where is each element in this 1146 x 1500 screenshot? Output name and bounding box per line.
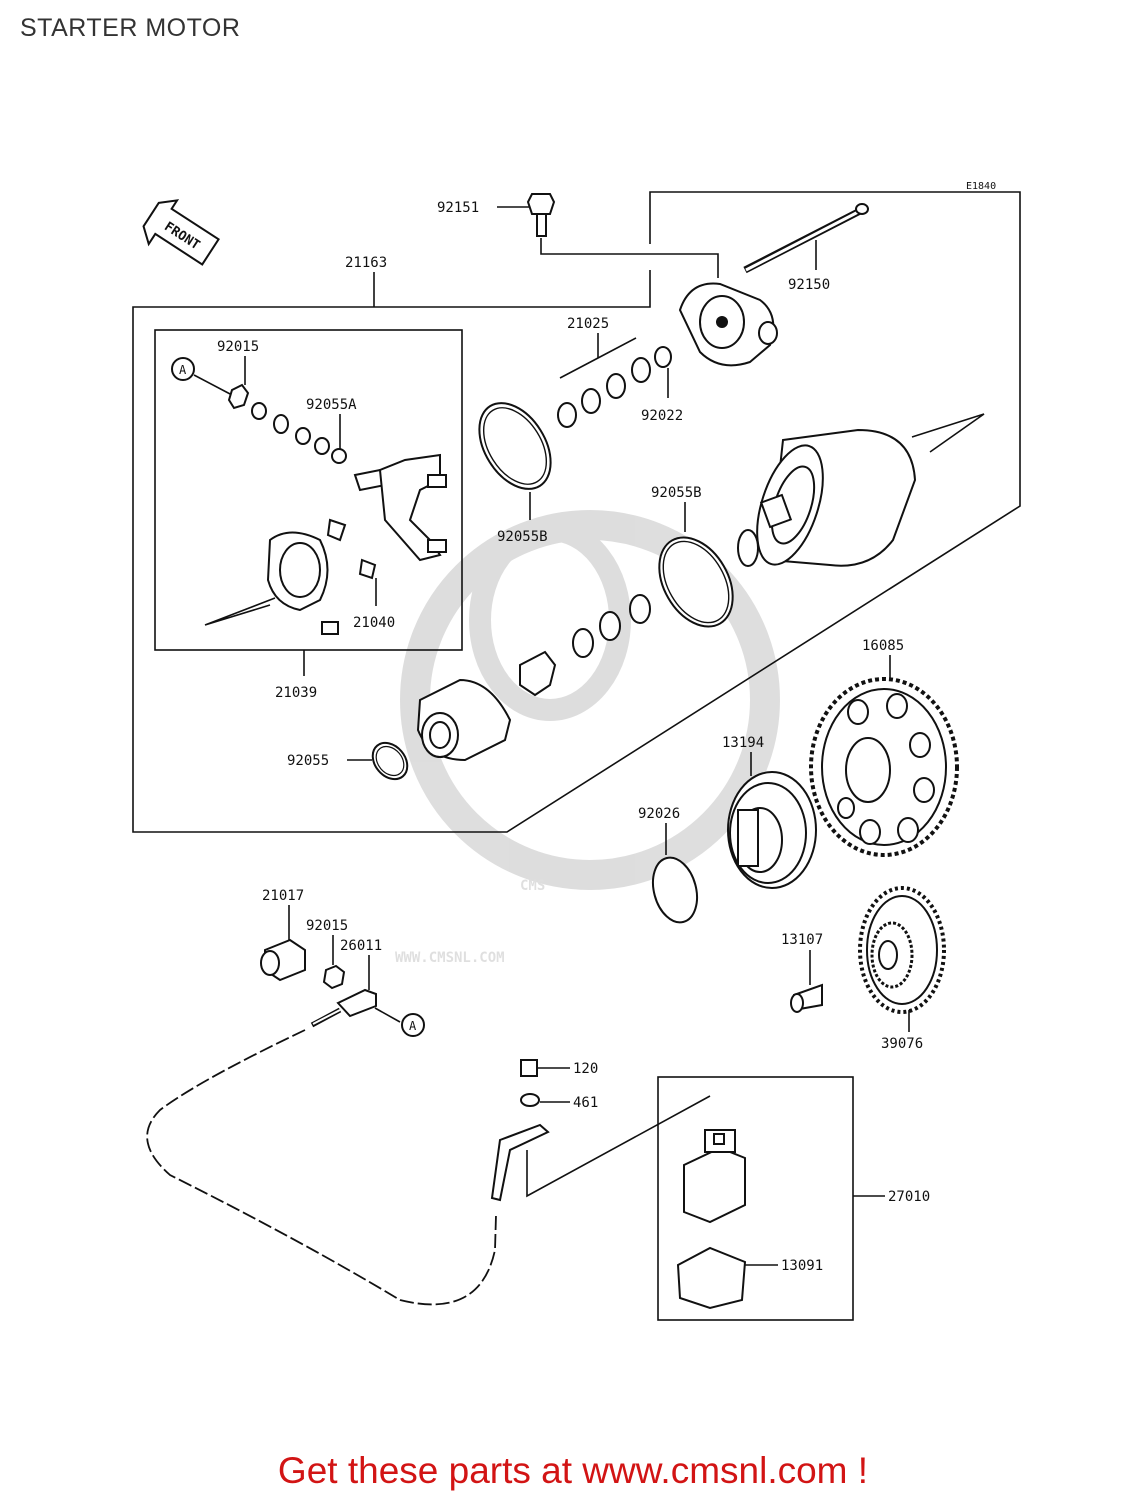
watermark-brand: CMS — [520, 878, 545, 894]
label-92151: 92151 — [437, 200, 479, 216]
one-way-clutch-13194 — [727, 752, 817, 889]
label-461: 461 — [573, 1095, 598, 1111]
assembly-frame — [132, 191, 1021, 833]
starter-yoke — [737, 413, 985, 567]
part-labels: 92151 92150 21163 21025 92022 92015 9205… — [217, 200, 930, 1274]
label-92026: 92026 — [638, 806, 680, 822]
label-92055b-left: 92055B — [497, 529, 548, 545]
label-21163: 21163 — [345, 255, 387, 271]
watermark-url: WWW.CMSNL.COM — [395, 950, 505, 966]
label-13107: 13107 — [781, 932, 823, 948]
label-27010: 27010 — [888, 1189, 930, 1205]
brush-holder-parts: A — [171, 356, 447, 676]
label-92150: 92150 — [788, 277, 830, 293]
label-13091: 13091 — [781, 1258, 823, 1274]
idle-gear-39076 — [858, 886, 946, 1032]
label-92022: 92022 — [641, 408, 683, 424]
washer-set-21025 — [557, 333, 672, 428]
label-92055a: 92055A — [306, 397, 357, 413]
o-ring-92055 — [347, 741, 409, 781]
relay-cover-13091 — [676, 1246, 778, 1310]
promo-link[interactable]: Get these parts at www.cmsnl.com ! — [277, 1450, 869, 1491]
brush-holder-box — [154, 329, 463, 651]
page-title: STARTER MOTOR — [20, 14, 241, 42]
label-21017: 21017 — [262, 888, 304, 904]
front-arrow-icon: FRONT — [142, 199, 220, 266]
label-92015-top: 92015 — [217, 339, 259, 355]
washer-set-lower — [519, 594, 651, 697]
label-21025: 21025 — [567, 316, 609, 332]
starter-cable — [146, 1029, 497, 1306]
relay-box — [657, 1076, 854, 1321]
o-ring-92055b-left — [478, 402, 552, 520]
label-92015-bottom: 92015 — [306, 918, 348, 934]
o-ring-92055b-right — [658, 502, 734, 628]
shaft-13107 — [790, 950, 823, 1013]
end-cover — [678, 282, 778, 367]
callout-a-top: A — [179, 363, 187, 377]
label-26011: 26011 — [340, 938, 382, 954]
label-21039: 21039 — [275, 685, 317, 701]
ring-gear-16085 — [809, 655, 959, 857]
label-21040: 21040 — [353, 615, 395, 631]
label-92055: 92055 — [287, 753, 329, 769]
reference-code: E1840 — [966, 181, 996, 192]
bolt-92151 — [497, 193, 719, 278]
label-92055b-right: 92055B — [651, 485, 702, 501]
washer-92026 — [651, 823, 699, 924]
label-13194: 13194 — [722, 735, 764, 751]
label-120: 120 — [573, 1061, 598, 1077]
terminal-parts: A — [260, 905, 425, 1037]
relay-bracket — [490, 1059, 711, 1202]
front-cover — [416, 678, 512, 762]
starter-relay — [683, 1129, 746, 1224]
callout-a-bottom: A — [409, 1019, 417, 1033]
label-16085: 16085 — [862, 638, 904, 654]
label-39076: 39076 — [881, 1036, 923, 1052]
long-bolt-92150 — [743, 203, 869, 274]
